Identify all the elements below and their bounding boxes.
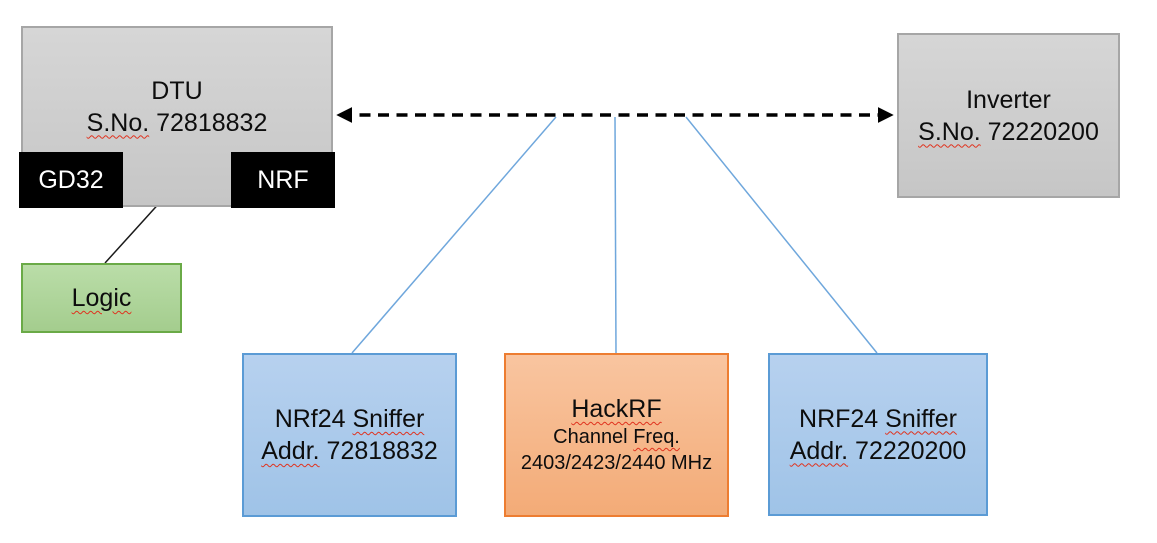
hackrf-connector-line bbox=[614, 116, 617, 354]
hackrf-node: HackRF Channel Freq. 2403/2423/2440 MHz bbox=[504, 353, 729, 517]
hackrf-freq-line: Channel Freq. bbox=[553, 424, 680, 450]
nrf-chip-node: NRF bbox=[231, 152, 335, 208]
inverter-serial-value: 72220200 bbox=[980, 117, 1099, 146]
sniffer2-connector-line bbox=[685, 116, 878, 354]
hackrf-channels: 2403/2423/2440 MHz bbox=[520, 452, 713, 474]
sniffer2-addr: Addr. 72220200 bbox=[790, 435, 967, 467]
sniffer1-addr-label: Addr. bbox=[261, 437, 320, 465]
dtu-serial-label: S.No. bbox=[86, 108, 150, 137]
sniffer1-name-prefix: NRf24 bbox=[274, 405, 353, 433]
nrf24-sniffer-1-node: NRf24 Sniffer Addr. 72818832 bbox=[242, 353, 457, 517]
sniffer1-addr-value: 72818832 bbox=[319, 437, 438, 465]
nrf24-sniffer-2-node: NRF24 Sniffer Addr. 72220200 bbox=[768, 353, 988, 516]
dtu-title: DTU bbox=[151, 76, 203, 105]
inverter-node: Inverter S.No. 72220200 bbox=[897, 33, 1120, 198]
gd32-label: GD32 bbox=[38, 166, 104, 194]
sniffer2-title: NRF24 Sniffer bbox=[799, 403, 957, 435]
sniffer2-addr-value: 72220200 bbox=[848, 436, 967, 465]
gd32-chip-node: GD32 bbox=[19, 152, 123, 208]
logic-label: Logic bbox=[71, 284, 132, 312]
logic-node: Logic bbox=[21, 263, 182, 333]
inverter-serial: S.No. 72220200 bbox=[918, 116, 1099, 148]
sniffer1-connector-line bbox=[351, 116, 557, 354]
sniffer1-name-marked: Sniffer bbox=[352, 405, 425, 433]
inverter-serial-label: S.No. bbox=[918, 117, 981, 146]
sniffer2-addr-label: Addr. bbox=[789, 436, 849, 465]
dtu-serial: S.No. 72818832 bbox=[87, 107, 268, 139]
hackrf-freq-marked: Freq. bbox=[633, 426, 680, 448]
hackrf-title: HackRF bbox=[571, 395, 662, 423]
sniffer1-addr: Addr. 72818832 bbox=[261, 435, 438, 467]
nrf-label: NRF bbox=[257, 166, 309, 194]
sniffer2-name-prefix: NRF24 bbox=[799, 404, 886, 433]
sniffer1-title: NRf24 Sniffer bbox=[275, 403, 425, 435]
dtu-serial-value: 72818832 bbox=[149, 108, 268, 137]
inverter-title: Inverter bbox=[966, 85, 1051, 114]
sniffer2-name-marked: Sniffer bbox=[885, 404, 957, 433]
hackrf-freq-prefix: Channel bbox=[553, 426, 634, 448]
